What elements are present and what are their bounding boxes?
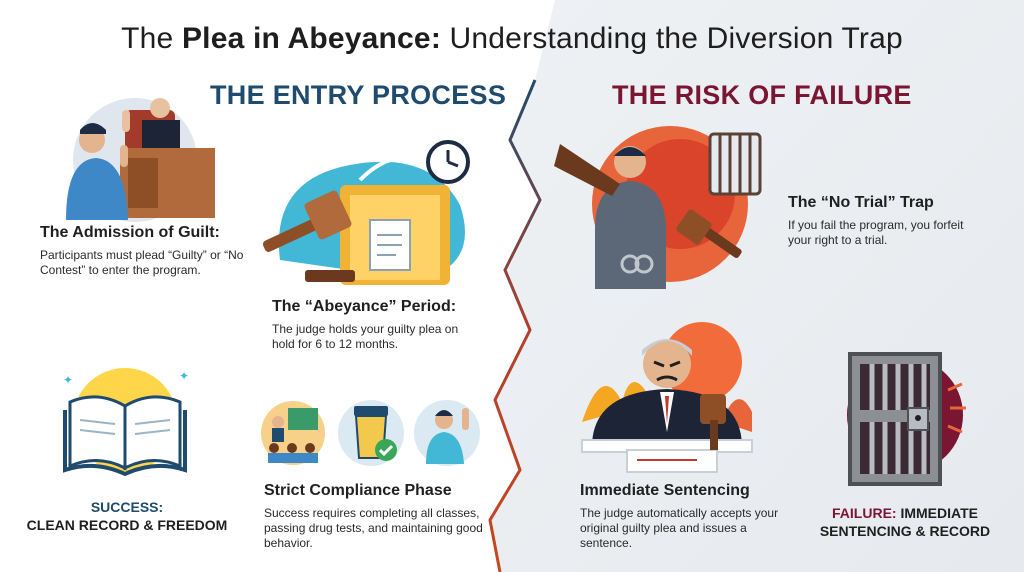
strict-compliance-block: Strict Compliance Phase Success requires…: [264, 482, 494, 551]
failure-label: FAILURE:: [832, 505, 897, 521]
classroom-icon: [261, 401, 325, 465]
person-raising-hand-icon: [414, 400, 480, 466]
entry-process-heading: THE ENTRY PROCESS: [210, 80, 507, 110]
success-outcome: SUCCESS: CLEAN RECORD & FREEDOM: [22, 498, 232, 534]
page-title: The Plea in Abeyance: Understanding the …: [121, 22, 903, 55]
success-detail: CLEAN RECORD & FREEDOM: [26, 517, 228, 533]
compliance-title: Strict Compliance Phase: [264, 482, 452, 499]
abeyance-title: The “Abeyance” Period:: [272, 298, 457, 315]
sentencing-text: The judge automatically accepts your ori…: [580, 506, 779, 550]
no-trial-trap-block: The “No Trial” Trap If you fail the prog…: [788, 194, 988, 248]
risk-of-failure-heading: THE RISK OF FAILURE: [612, 80, 912, 110]
compliance-text: Success requires completing all classes,…: [264, 506, 483, 550]
angry-judge-icon: [581, 322, 753, 473]
arrest-handcuffs-icon: [554, 126, 762, 289]
abeyance-period-block: The “Abeyance” Period: The judge holds y…: [272, 298, 482, 352]
svg-text:✦: ✦: [179, 369, 189, 383]
drug-test-cup-icon: [338, 400, 404, 466]
failure-detail: IMMEDIATE SENTENCING & RECORD: [819, 505, 991, 539]
gavel-folder-clock-icon: [262, 140, 470, 285]
admission-text: Participants must plead “Guilty” or “No …: [40, 248, 244, 277]
success-label: SUCCESS:: [90, 499, 164, 515]
courtroom-icon: [66, 98, 215, 222]
immediate-sentencing-block: Immediate Sentencing The judge automatic…: [580, 482, 780, 551]
open-book-icon: ✦ ✦: [63, 368, 189, 477]
admission-of-guilt-block: The Admission of Guilt: Participants mus…: [40, 224, 250, 278]
no-trial-text: If you fail the program, you forfeit you…: [788, 218, 964, 247]
no-trial-title: The “No Trial” Trap: [788, 194, 934, 211]
prison-door-icon: [847, 352, 966, 486]
sentencing-title: Immediate Sentencing: [580, 482, 750, 499]
svg-text:✦: ✦: [63, 373, 73, 387]
failure-outcome: FAILURE: IMMEDIATE SENTENCING & RECORD: [800, 504, 1010, 540]
abeyance-text: The judge holds your guilty plea on hold…: [272, 322, 459, 351]
admission-title: The Admission of Guilt:: [40, 224, 220, 241]
